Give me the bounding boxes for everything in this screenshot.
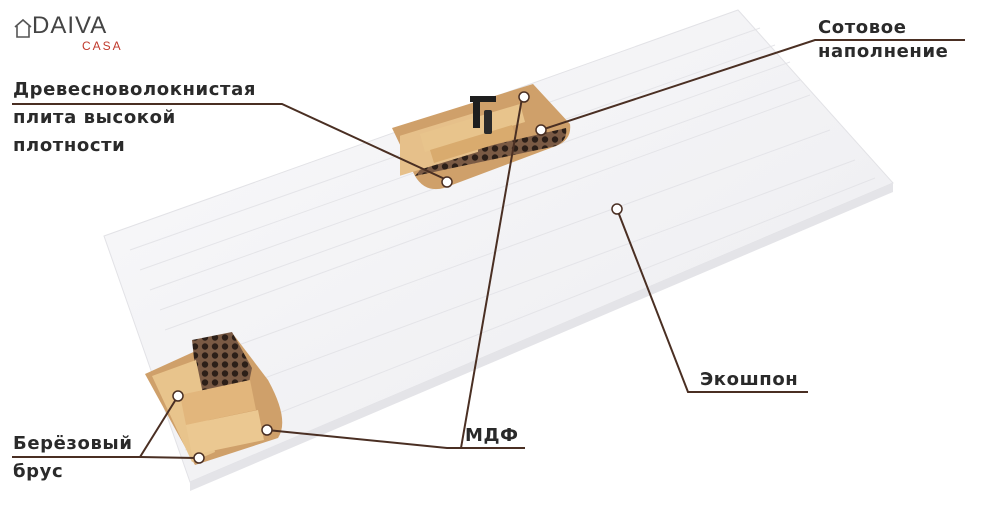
ecoveneer-panel xyxy=(103,9,894,491)
label-ecoveneer: Экошпон xyxy=(700,369,799,390)
marker-mdf-bottom xyxy=(261,424,273,436)
label-honeycomb-line1: Сотовое xyxy=(818,17,907,38)
label-birch-line2: брус xyxy=(13,461,64,482)
marker-birch-1 xyxy=(172,390,184,402)
label-birch-line1: Берёзовый xyxy=(13,433,133,454)
top-cutaway xyxy=(392,84,571,190)
leader-hdf xyxy=(12,103,448,181)
logo-subtitle: CASA xyxy=(82,39,123,53)
marker-mdf-top xyxy=(518,91,530,103)
leader-mdf-top xyxy=(460,97,523,449)
label-honeycomb-line2: наполнение xyxy=(818,41,949,62)
bottom-cutaway xyxy=(145,332,283,465)
marker-honeycomb xyxy=(535,124,547,136)
label-hdf: Древесноволокнистая плита высокой плотно… xyxy=(13,76,256,160)
marker-ecoveneer xyxy=(611,203,623,215)
leader-honeycomb xyxy=(540,39,965,131)
logo-wordmark: DAIVA xyxy=(32,12,108,39)
marker-hdf xyxy=(441,176,453,188)
label-hdf-line1: Древесноволокнистая xyxy=(13,79,256,100)
leader-ecoveneer xyxy=(616,208,808,393)
label-birch: Берёзовый брус xyxy=(13,430,133,486)
label-honeycomb: Сотовое наполнение xyxy=(818,16,948,64)
marker-birch-2 xyxy=(193,452,205,464)
label-hdf-line3: плотности xyxy=(13,135,126,156)
marker-dots xyxy=(172,91,623,464)
logo: DAIVA CASA xyxy=(12,10,152,60)
leader-mdf-bottom xyxy=(266,429,525,449)
house-icon xyxy=(14,18,32,38)
leader-lines xyxy=(12,39,965,459)
leader-birch-2 xyxy=(139,456,197,459)
label-hdf-line2: плита высокой xyxy=(13,107,176,128)
label-mdf: МДФ xyxy=(465,425,519,446)
